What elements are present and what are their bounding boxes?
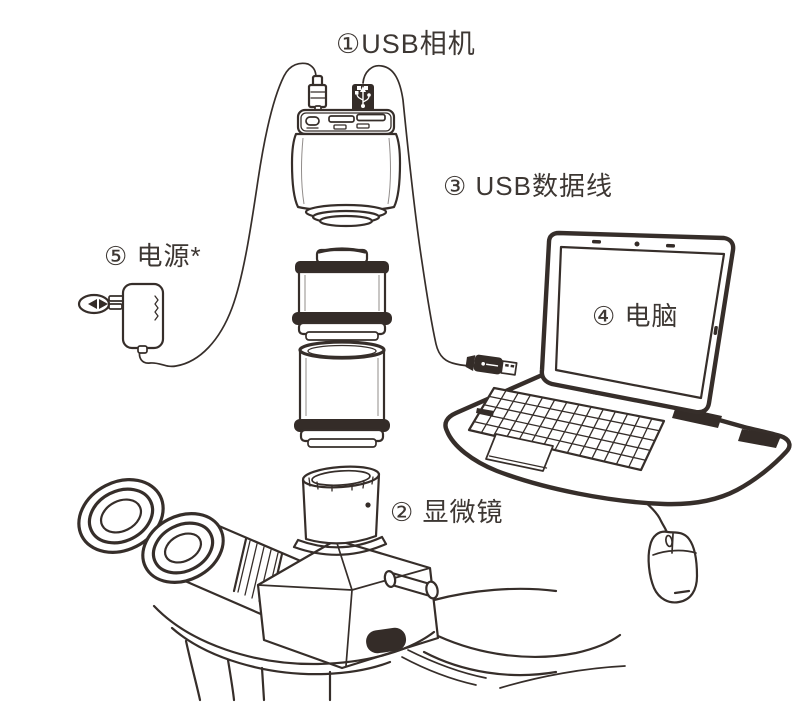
power-adapter: [108, 282, 165, 354]
eyepiece-right: [141, 512, 225, 584]
label-usb-camera: ①USB相机: [336, 29, 476, 59]
mouse-body: [647, 530, 699, 604]
port-screw: [365, 502, 371, 508]
power-cable: [138, 62, 317, 368]
screen-panel: [554, 245, 726, 400]
adapter-cable-boot: [137, 345, 148, 354]
hinge-end: [738, 429, 781, 448]
label-power: ⑤ 电源*: [104, 241, 202, 271]
usb-plug-camera: [352, 84, 374, 114]
camera-port-slot: [356, 113, 386, 122]
adapter-prong: [108, 295, 125, 302]
webcam-icon: [634, 241, 640, 247]
adapter-prong: [108, 303, 123, 310]
camera-dc-port: [305, 116, 320, 126]
dc-plug: [307, 74, 328, 115]
extension-tube: [294, 340, 390, 448]
usb-cable: [362, 64, 477, 367]
label-computer: ④ 电脑: [592, 301, 679, 331]
label-usb-cable: ③ USB数据线: [443, 171, 613, 201]
mouse: [647, 530, 699, 604]
microscope-body-curves: [152, 587, 626, 702]
eyepiece-left: [77, 478, 165, 554]
power-button: [476, 408, 494, 416]
usb-plug-laptop: [465, 354, 518, 376]
label-microscope: ② 显微镜: [390, 497, 504, 527]
usb-camera: [290, 108, 402, 228]
usb-trident-icon: [355, 86, 371, 108]
camera-port-slot: [328, 115, 355, 123]
touchpad: [485, 433, 554, 472]
power-plug-icon: [77, 293, 111, 315]
scroll-wheel: [665, 534, 673, 548]
camera-body: [290, 132, 402, 212]
side-pin: [383, 570, 439, 600]
focus-knob: [366, 627, 407, 654]
microscope: [77, 465, 626, 702]
laptop: [443, 230, 792, 507]
coupler-adapter: [292, 247, 392, 341]
trinocular-port: [292, 465, 388, 556]
